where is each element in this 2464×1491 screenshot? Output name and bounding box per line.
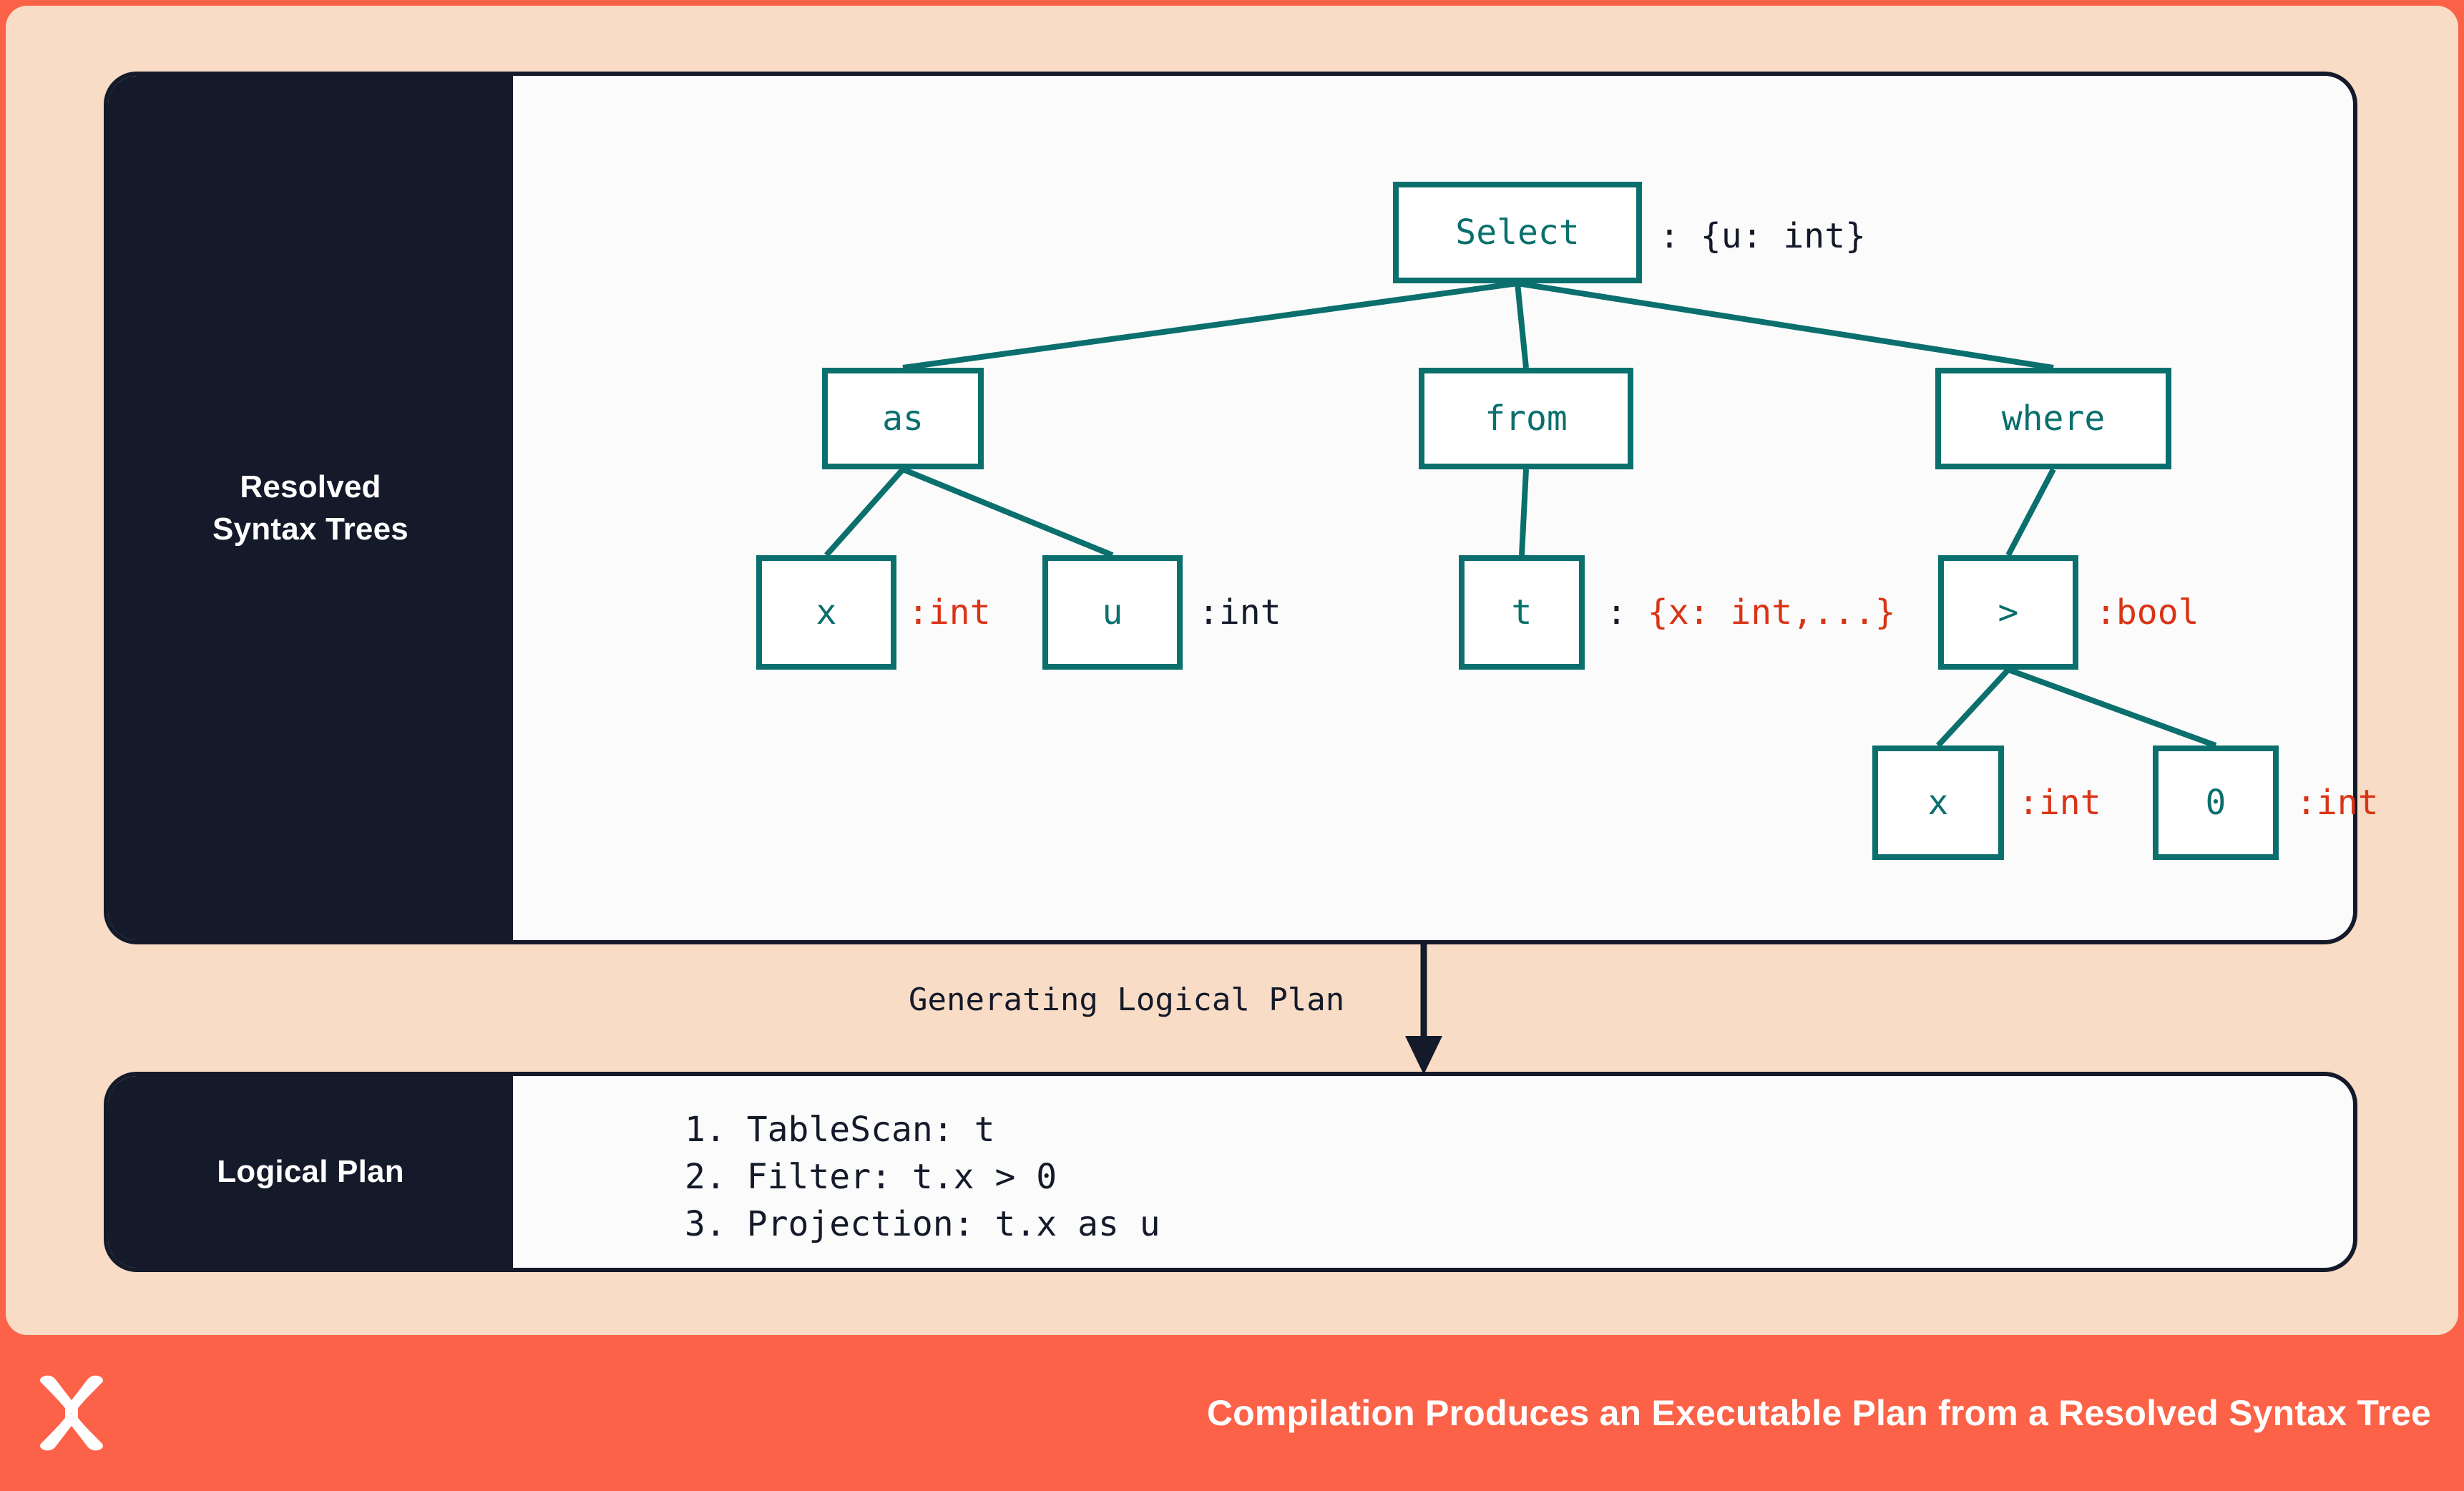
tree-edge-as-as-u — [901, 466, 1114, 558]
tree-edge-select-from — [1515, 283, 1529, 368]
footer-caption: Compilation Produces an Executable Plan … — [1206, 1393, 2431, 1433]
x-mark-logo-icon — [39, 1375, 104, 1451]
tree-node-select: Select — [1393, 182, 1642, 283]
logical-plan-step-3: 3. Projection: t.x as u — [685, 1204, 1160, 1245]
panel-label-logical-plan: Logical Plan — [108, 1076, 513, 1268]
tree-edge-from-from-t — [1519, 469, 1529, 556]
tree-node-from: from — [1419, 368, 1633, 469]
resolved-syntax-trees-panel: Resolved Syntax Trees Select : {u: int} as… — [104, 72, 2379, 944]
tree-node-gt-0: 0 — [2153, 746, 2279, 860]
tree-node-as: as — [822, 368, 984, 469]
panel-label-line-2: Syntax Trees — [212, 512, 409, 547]
flow-arrow-label: Generating Logical Plan — [909, 982, 1345, 1018]
tree-edge-as-as-x — [824, 467, 905, 557]
tree-node-annotation-from-t: : {x: int,...} — [1606, 592, 1896, 632]
logical-plan-steps: 1. TableScan: t 2. Filter: t.x > 0 3. Proj… — [513, 1076, 2353, 1268]
tree-edge-gt-gt-0 — [2007, 667, 2217, 748]
tree-node-as-x: x — [756, 555, 896, 670]
tree-edge-gt-gt-x — [1936, 668, 2010, 748]
logical-plan-panel: Logical Plan 1. TableScan: t 2. Filter: t… — [104, 1072, 2357, 1272]
tree-node-gt: > — [1938, 555, 2078, 670]
flow-arrow-icon — [1405, 943, 1442, 1075]
tree-node-annotation-gt-x: :int — [2018, 783, 2101, 823]
tree-node-where: where — [1935, 368, 2171, 469]
tree-edges — [824, 280, 2217, 748]
syntax-tree-diagram: Select : {u: int} as from where x :int u :int t : … — [513, 76, 2379, 940]
tree-edge-where-gt — [2005, 468, 2056, 557]
tree-edge-select-where — [1517, 280, 2054, 371]
logical-plan-step-1: 1. TableScan: t — [685, 1110, 995, 1150]
tree-node-as-u: u — [1042, 555, 1183, 670]
tree-node-from-t: t — [1459, 555, 1585, 670]
tree-edge-select-as — [902, 280, 1518, 371]
footer-bar: Compilation Produces an Executable Plan … — [0, 1335, 2464, 1491]
panel-label-resolved-syntax-trees: Resolved Syntax Trees — [108, 76, 513, 940]
tree-node-annotation-as-x: :int — [908, 592, 991, 632]
tree-node-annotation-select: : {u: int} — [1659, 216, 1866, 256]
tree-node-annotation-gt-0: :int — [2296, 783, 2379, 823]
tree-node-annotation-as-u: :int — [1198, 592, 1281, 632]
tree-node-annotation-gt: :bool — [2096, 592, 2199, 632]
panel-label-line-1: Resolved — [240, 469, 381, 504]
logical-plan-step-2: 2. Filter: t.x > 0 — [685, 1157, 1057, 1198]
tree-node-gt-x: x — [1872, 746, 2004, 860]
